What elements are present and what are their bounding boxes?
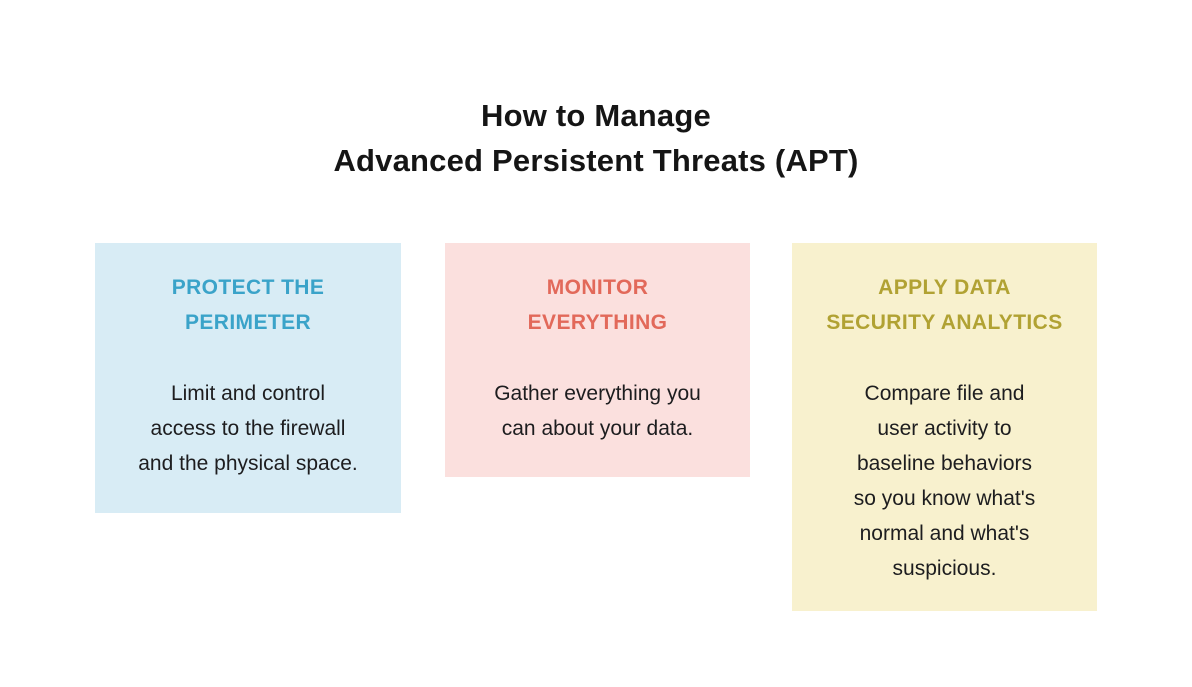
card-body: Compare file and user activity to baseli… [853, 382, 1036, 580]
card-heading: APPLY DATA SECURITY ANALYTICS [826, 276, 1063, 334]
card-body: Limit and control access to the firewall… [138, 382, 358, 475]
card-body: Gather everything you can about your dat… [494, 382, 701, 440]
infographic-title: How to Manage Advanced Persistent Threat… [333, 97, 859, 178]
card-heading: PROTECT THE PERIMETER [171, 276, 325, 334]
card-heading: MONITOR EVERYTHING [527, 276, 668, 334]
card-protect-the-perimeter: PROTECT THE PERIMETER Limit and control … [95, 243, 401, 513]
card-monitor-everything: MONITOR EVERYTHING Gather everything you… [445, 243, 750, 477]
card-apply-data-security-analytics: APPLY DATA SECURITY ANALYTICS Compare fi… [792, 243, 1097, 611]
